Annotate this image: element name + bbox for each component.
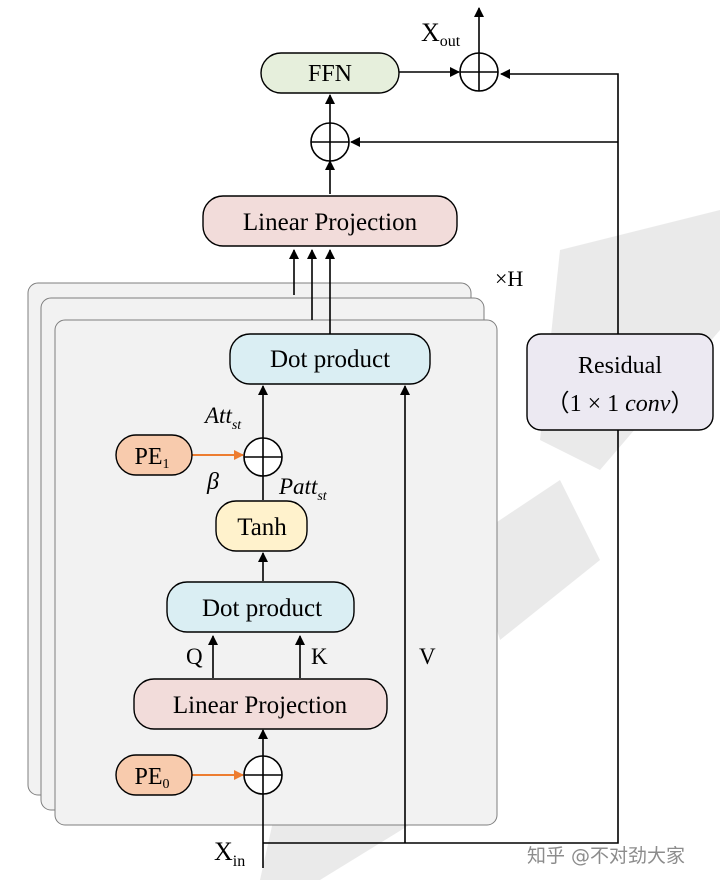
plus-circle-icon (459, 52, 499, 92)
dot-product-bottom-label: Dot product (202, 595, 322, 622)
ffn-box (260, 52, 400, 94)
pe0-label: PE0 (134, 764, 169, 792)
x-out-label: Xout (421, 18, 461, 50)
pe0-box (115, 754, 193, 796)
q-label: Q (186, 644, 203, 669)
ffn-label: FFN (308, 61, 352, 87)
dot-product-top-box (229, 333, 431, 385)
x-in-label: Xin (214, 837, 245, 870)
plus-circle-icon (243, 437, 283, 477)
patt-label: Pattst (278, 474, 328, 504)
times-h-label: ×H (495, 266, 523, 291)
att-label: Attst (203, 403, 242, 433)
connections (208, 7, 619, 868)
k-label: K (311, 644, 328, 669)
head-panel-front (54, 319, 498, 826)
dot-product-top-label: Dot product (270, 346, 390, 373)
tanh-label: Tanh (237, 514, 287, 541)
watermark-text: 知乎 @不对劲大家 (527, 845, 685, 867)
v-label: V (419, 644, 436, 669)
linear-projection-bottom-box (133, 678, 388, 730)
tanh-box (215, 500, 308, 552)
plus-circle-icon (310, 122, 350, 162)
residual-label: Residual (578, 353, 662, 379)
residual-box (526, 333, 714, 431)
linear-projection-top-label: Linear Projection (243, 209, 418, 236)
residual-formula: （1 × 1 conv） (546, 391, 695, 417)
linear-projection-top-box (202, 195, 458, 247)
linear-projection-bottom-label: Linear Projection (173, 692, 348, 719)
dot-product-bottom-box (166, 581, 355, 633)
plus-circle-icon (243, 755, 283, 795)
pe1-label: PE1 (134, 444, 169, 472)
beta-label: β (206, 469, 219, 495)
pe1-box (115, 434, 193, 476)
